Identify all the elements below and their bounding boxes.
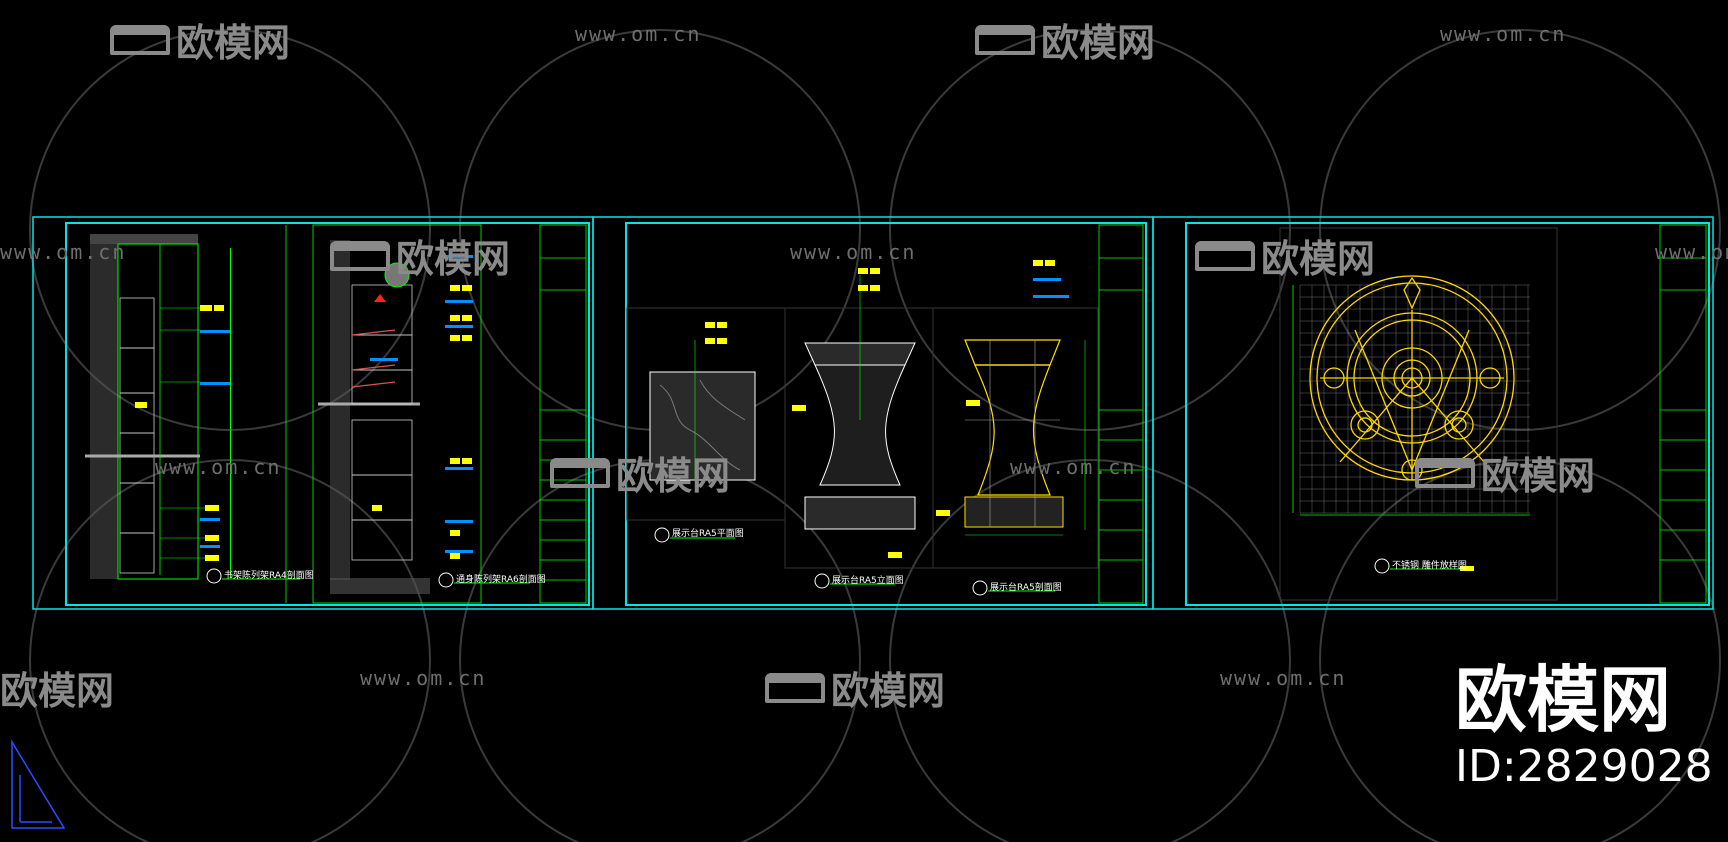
sofa-icon [1415, 457, 1475, 488]
watermark-logo: 欧模网 [765, 660, 945, 715]
brand-id: ID:2829028 [1455, 741, 1713, 792]
caption-display-table-section: 展示台RA5剖面图 [990, 583, 1062, 593]
watermark-url: www.om.cn [155, 455, 282, 479]
watermark-logo-text: 欧模网 [1481, 454, 1596, 498]
caption-display-table-elevation: 展示台RA5立面图 [832, 576, 904, 586]
ucs-icon [11, 739, 66, 829]
watermark-url: www.om.cn [575, 22, 702, 46]
caption-display-table-plan: 展示台RA5平面图 [672, 529, 744, 539]
sheet-3-title-block [1659, 224, 1707, 604]
sofa-icon [550, 457, 610, 488]
caption-bookshelf-section: 书架陈列架RA4剖面图 [224, 571, 314, 581]
sofa-icon [1195, 240, 1255, 271]
watermark-logo: 欧模网 [1195, 228, 1375, 283]
watermark-url: www.om.cn [1440, 22, 1567, 46]
watermark-logo-text: 欧模网 [396, 237, 511, 281]
watermark-logo-text: 欧模网 [0, 669, 115, 713]
sheet-3-outer-frame [1152, 216, 1714, 610]
watermark-logo: 欧模网 [975, 12, 1155, 67]
watermark-logo-text: 欧模网 [176, 21, 291, 65]
sheet-2-title-block [1098, 224, 1144, 604]
display-table-elevation-drawing [784, 268, 934, 589]
display-cabinet-section-drawing [285, 224, 530, 604]
display-table-section-drawing [932, 260, 1099, 596]
display-table-plan-drawing [626, 307, 786, 543]
stainless-ornament-drawing [1309, 275, 1515, 481]
sofa-icon [765, 672, 825, 703]
sheet-1-title-block [539, 224, 587, 604]
watermark-logo-text: 欧模网 [616, 454, 731, 498]
bookshelf-section-drawing [85, 234, 300, 584]
watermark-url: www.om.cn [1220, 666, 1347, 690]
watermark-url: www.om.cn [360, 666, 487, 690]
sofa-icon [975, 24, 1035, 55]
watermark-logo: 欧模网 [550, 445, 730, 500]
watermark-logo-text: 欧模网 [831, 669, 946, 713]
ornament-dimension-lines [1292, 285, 1530, 516]
caption-ornament-layout: 不锈钢 雕件放样图 [1392, 561, 1467, 571]
watermark-url: www.om.cn [790, 240, 917, 264]
sheet-3[interactable] [1152, 216, 1714, 610]
sofa-icon [110, 24, 170, 55]
caption-display-cabinet-section: 通身陈列架RA6剖面图 [456, 575, 546, 585]
watermark-logo: 欧模网 [0, 660, 114, 715]
watermark-logo: 欧模网 [330, 228, 510, 283]
sofa-icon [330, 240, 390, 271]
sheet-2-inner-frame [625, 222, 1147, 606]
watermark-logo-text: 欧模网 [1041, 21, 1156, 65]
watermark-url: www.om.cn [1655, 240, 1728, 264]
ornament-grid [1299, 284, 1530, 514]
watermark-logo-text: 欧模网 [1261, 237, 1376, 281]
sheet-1-inner-frame [65, 222, 590, 606]
sheet-3-inner-frame [1185, 222, 1710, 606]
sheet-2[interactable] [592, 216, 1154, 610]
watermark-url: www.om.cn [0, 240, 127, 264]
watermark-logo: 欧模网 [110, 12, 290, 67]
watermark-logo: 欧模网 [1415, 445, 1595, 500]
watermark-url: www.om.cn [1010, 455, 1137, 479]
brand-name: 欧模网 [1455, 658, 1672, 742]
sheet-1[interactable] [32, 216, 594, 610]
